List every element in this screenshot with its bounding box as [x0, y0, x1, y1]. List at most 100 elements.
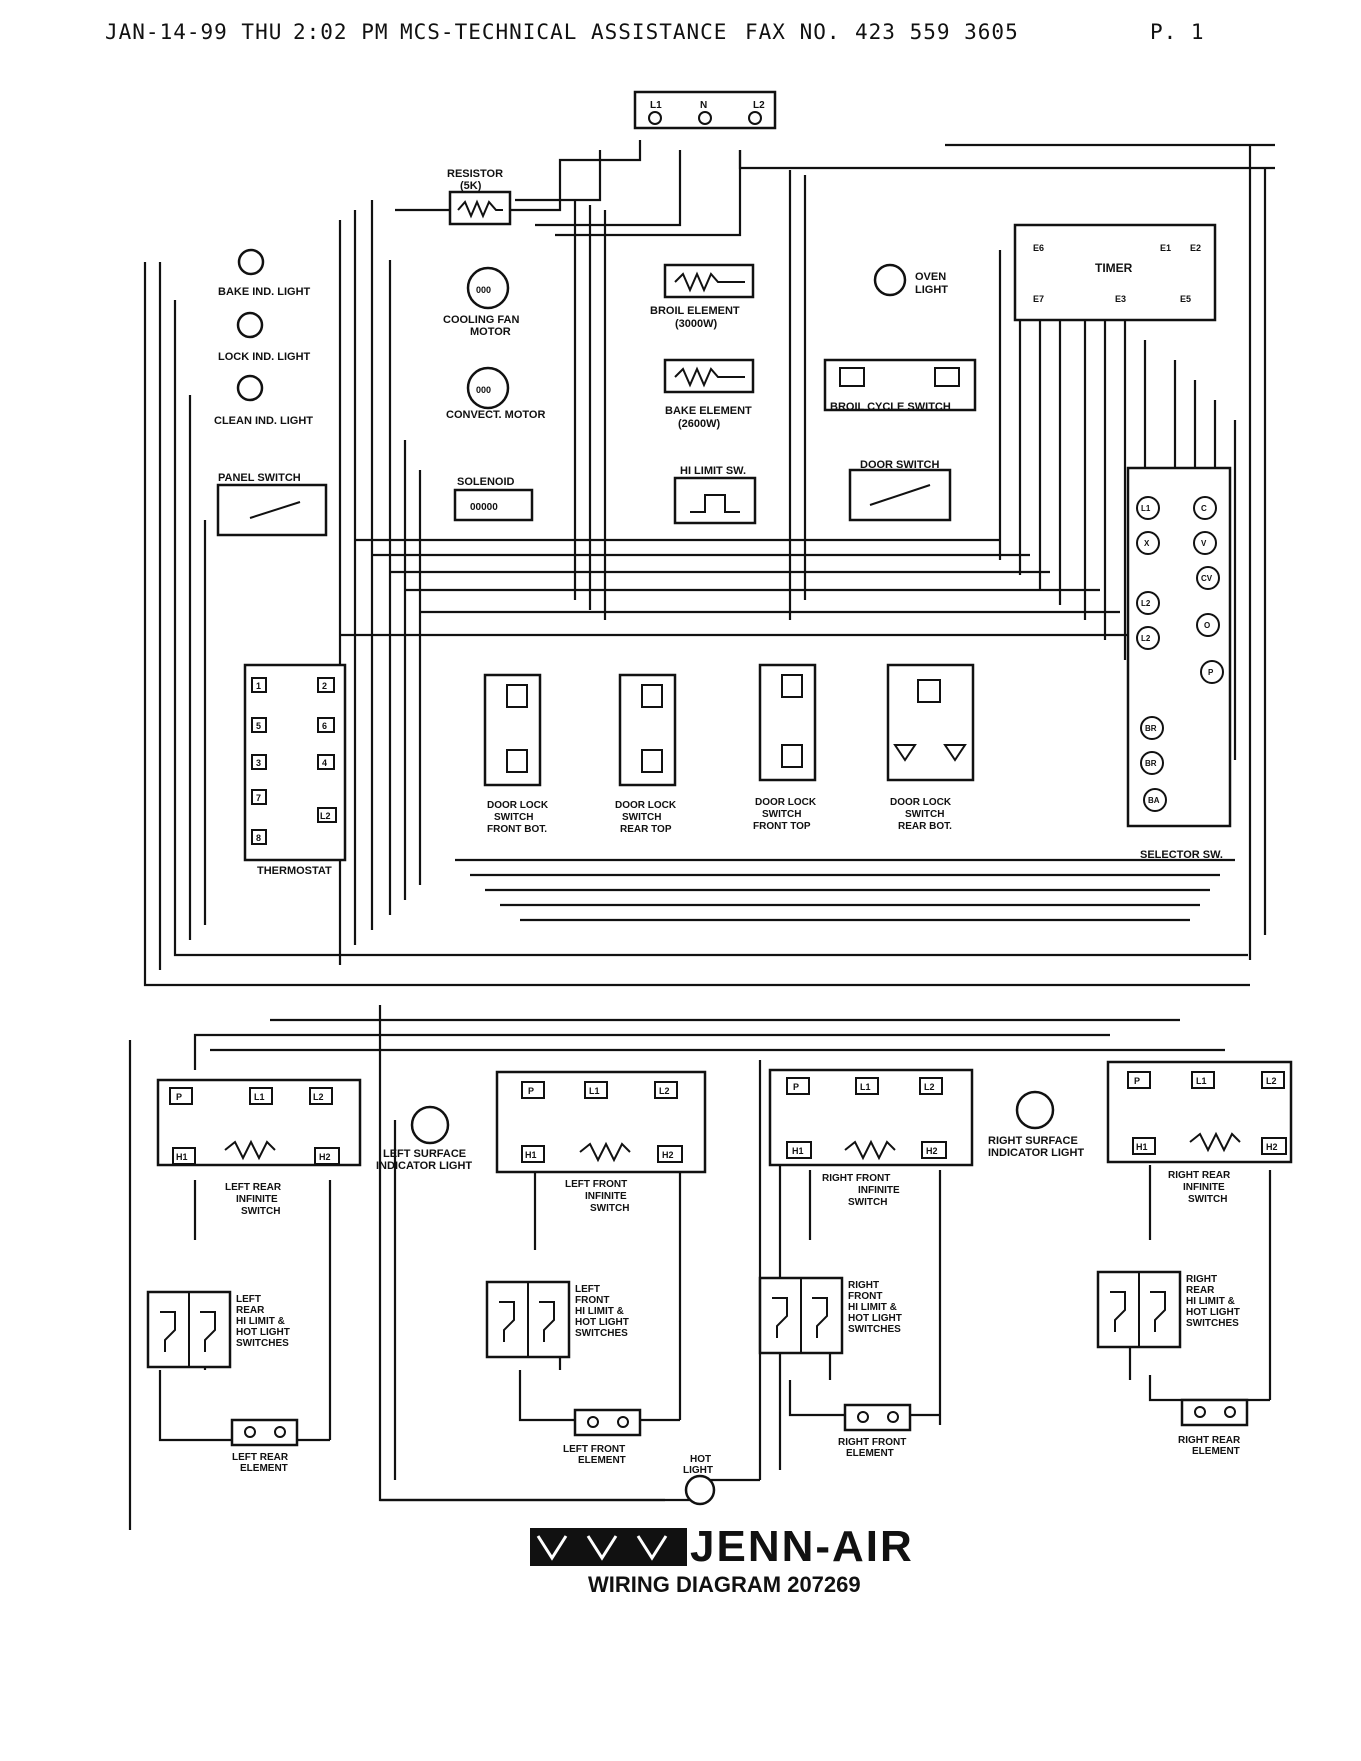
svg-text:BA: BA	[1148, 796, 1160, 805]
svg-text:LOCK IND. LIGHT: LOCK IND. LIGHT	[218, 351, 311, 363]
svg-text:BAKE ELEMENT: BAKE ELEMENT	[665, 405, 752, 417]
broil-cycle-switch: BROIL CYCLE SWITCH	[823, 358, 977, 413]
broil-element: BROIL ELEMENT (3000W)	[650, 263, 755, 330]
svg-text:DOOR SWITCH: DOOR SWITCH	[860, 459, 939, 471]
svg-text:X: X	[1144, 539, 1150, 548]
svg-text:3: 3	[256, 758, 261, 768]
svg-text:BROIL ELEMENT: BROIL ELEMENT	[650, 305, 740, 317]
svg-text:RIGHT FRONT: RIGHT FRONT	[838, 1437, 906, 1448]
svg-text:LEFT REAR: LEFT REAR	[225, 1182, 282, 1193]
door-lock-switch-front-bot: DOOR LOCK SWITCH FRONT BOT.	[483, 673, 549, 835]
right-front-hi-limit-switches: RIGHT FRONT HI LIMIT & HOT LIGHT SWITCHE…	[758, 1276, 902, 1355]
convect-motor: 000 CONVECT. MOTOR	[446, 366, 545, 421]
svg-text:COOLING FAN: COOLING FAN	[443, 314, 519, 326]
svg-text:DOOR LOCK: DOOR LOCK	[755, 797, 817, 808]
svg-text:FRONT BOT.: FRONT BOT.	[487, 824, 547, 835]
svg-text:000: 000	[476, 285, 491, 295]
brand-name: JENN-AIR	[690, 1522, 914, 1571]
svg-text:1: 1	[256, 681, 261, 691]
svg-text:INDICATOR LIGHT: INDICATOR LIGHT	[988, 1147, 1084, 1159]
bake-element: BAKE ELEMENT (2600W)	[663, 358, 755, 430]
svg-text:RIGHT REAR: RIGHT REAR	[1168, 1170, 1231, 1181]
svg-text:CLEAN IND. LIGHT: CLEAN IND. LIGHT	[214, 415, 313, 427]
svg-text:INFINITE: INFINITE	[858, 1185, 900, 1196]
svg-text:L1: L1	[860, 1082, 871, 1092]
svg-text:RIGHT FRONT: RIGHT FRONT	[822, 1173, 890, 1184]
svg-text:REAR BOT.: REAR BOT.	[898, 821, 952, 832]
left-front-hi-limit-switches: LEFT FRONT HI LIMIT & HOT LIGHT SWITCHES	[485, 1280, 629, 1359]
svg-text:TIMER: TIMER	[1095, 261, 1133, 275]
svg-text:SWITCH: SWITCH	[762, 809, 801, 820]
svg-text:HI LIMIT &: HI LIMIT &	[575, 1306, 624, 1317]
svg-text:RESISTOR: RESISTOR	[447, 168, 503, 180]
svg-text:H1: H1	[1136, 1142, 1148, 1152]
svg-text:P: P	[793, 1082, 799, 1092]
resistor: RESISTOR (5K)	[447, 168, 512, 226]
svg-text:000: 000	[476, 385, 491, 395]
svg-text:H1: H1	[792, 1146, 804, 1156]
left-rear-element: LEFT REAR ELEMENT	[230, 1418, 299, 1474]
bake-indicator-light: BAKE IND. LIGHT	[218, 248, 311, 298]
svg-text:HOT: HOT	[690, 1454, 711, 1465]
left-front-infinite-switch: P L1 L2 H1 H2 LEFT FRONT INFINITE SWITCH	[495, 1070, 707, 1214]
svg-text:REAR TOP: REAR TOP	[620, 824, 672, 835]
svg-text:L2: L2	[313, 1092, 324, 1102]
svg-text:H1: H1	[525, 1150, 537, 1160]
svg-text:H1: H1	[176, 1152, 188, 1162]
svg-text:DOOR LOCK: DOOR LOCK	[890, 797, 952, 808]
svg-text:FRONT TOP: FRONT TOP	[753, 821, 811, 832]
left-surface-indicator-light: LEFT SURFACE INDICATOR LIGHT	[376, 1105, 472, 1172]
hi-limit-switch: HI LIMIT SW.	[673, 465, 757, 525]
svg-text:SWITCH: SWITCH	[848, 1197, 887, 1208]
door-lock-switch-front-top: DOOR LOCK SWITCH FRONT TOP	[753, 663, 817, 832]
fax-number-label: FAX NO.	[745, 20, 841, 44]
svg-text:ELEMENT: ELEMENT	[240, 1463, 288, 1474]
svg-text:LEFT REAR: LEFT REAR	[232, 1452, 289, 1463]
svg-text:L2: L2	[659, 1086, 670, 1096]
svg-text:(2600W): (2600W)	[678, 418, 721, 430]
svg-text:OVEN: OVEN	[915, 271, 946, 283]
svg-text:HOT LIGHT: HOT LIGHT	[848, 1313, 902, 1324]
svg-text:HOT LIGHT: HOT LIGHT	[236, 1327, 290, 1338]
svg-text:ELEMENT: ELEMENT	[846, 1448, 894, 1459]
logo-mark-icon	[530, 1528, 687, 1566]
svg-text:P: P	[176, 1092, 182, 1102]
svg-text:BROIL CYCLE SWITCH: BROIL CYCLE SWITCH	[830, 401, 951, 413]
svg-text:4: 4	[322, 758, 327, 768]
svg-text:L2: L2	[924, 1082, 935, 1092]
svg-text:(5K): (5K)	[460, 180, 482, 192]
svg-text:E6: E6	[1033, 243, 1044, 253]
wire-harness	[128, 140, 1275, 1530]
hot-light: HOT LIGHT	[683, 1454, 716, 1506]
svg-text:MOTOR: MOTOR	[470, 326, 511, 338]
svg-text:CV: CV	[1201, 574, 1213, 583]
svg-text:FRONT: FRONT	[575, 1295, 609, 1306]
svg-text:P: P	[1208, 668, 1214, 677]
cooling-fan-motor: 000 COOLING FAN MOTOR	[443, 266, 519, 338]
right-surface-indicator-light: RIGHT SURFACE INDICATOR LIGHT	[988, 1090, 1084, 1159]
svg-text:DOOR LOCK: DOOR LOCK	[615, 800, 677, 811]
svg-text:E3: E3	[1115, 294, 1126, 304]
right-front-infinite-switch: P L1 L2 H1 H2 RIGHT FRONT INFINITE SWITC…	[768, 1068, 974, 1208]
fax-header: JAN-14-99 THU 2:02 PM MCS-TECHNICAL ASSI…	[105, 16, 1255, 46]
right-rear-hi-limit-switches: RIGHT REAR HI LIMIT & HOT LIGHT SWITCHES	[1096, 1270, 1240, 1349]
svg-text:HI LIMIT &: HI LIMIT &	[848, 1302, 897, 1313]
svg-text:FRONT: FRONT	[848, 1291, 882, 1302]
svg-text:LEFT: LEFT	[236, 1294, 261, 1305]
svg-text:BR: BR	[1145, 759, 1157, 768]
svg-text:6: 6	[322, 721, 327, 731]
svg-text:SWITCH: SWITCH	[494, 812, 533, 823]
svg-text:RIGHT: RIGHT	[848, 1280, 879, 1291]
svg-text:CONVECT. MOTOR: CONVECT. MOTOR	[446, 409, 545, 421]
jenn-air-logo: JENN-AIR	[530, 1522, 990, 1571]
right-front-element: RIGHT FRONT ELEMENT	[838, 1403, 912, 1459]
right-rear-infinite-switch: P L1 L2 H1 H2 RIGHT REAR INFINITE SWITCH	[1106, 1060, 1293, 1205]
fax-page: P. 1	[1150, 20, 1205, 44]
svg-text:00000: 00000	[470, 502, 498, 513]
left-rear-infinite-switch: P L1 L2 H1 H2 LEFT REAR INFINITE SWITCH	[156, 1078, 362, 1217]
svg-text:L2: L2	[1141, 599, 1151, 608]
svg-text:E2: E2	[1190, 243, 1201, 253]
svg-text:E5: E5	[1180, 294, 1191, 304]
solenoid: 00000 SOLENOID	[453, 476, 534, 522]
svg-text:PANEL SWITCH: PANEL SWITCH	[218, 472, 301, 484]
